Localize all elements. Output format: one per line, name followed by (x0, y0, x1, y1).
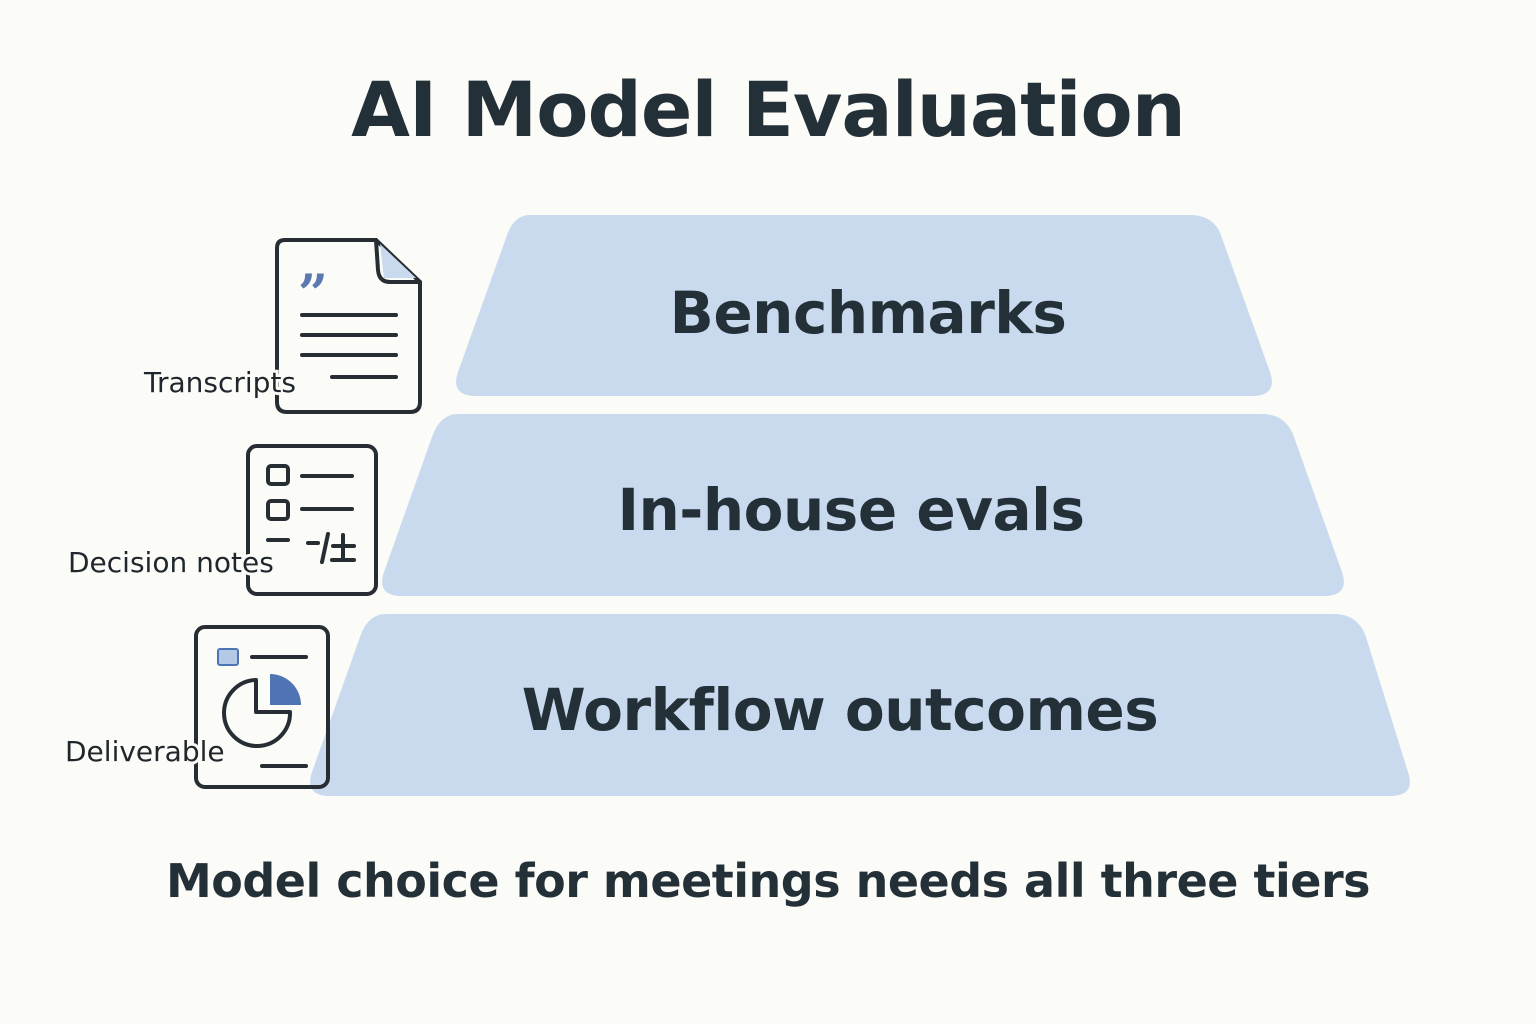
tier-workflow-outcomes-label: Workflow outcomes (522, 676, 1159, 744)
pie-slice (270, 674, 301, 705)
deliverable-chart-icon (194, 625, 330, 789)
tier-workflow-outcomes-shape (310, 614, 1410, 796)
tier-in-house-evals: In-house evals (382, 414, 1344, 596)
tier-workflow-outcomes: Workflow outcomes (310, 614, 1410, 796)
deliverable-label: Deliverable (65, 735, 225, 768)
diagram-title: AI Model Evaluation (351, 65, 1186, 154)
tier-in-house-evals-label: In-house evals (617, 476, 1084, 544)
diagram-caption: Model choice for meetings needs all thre… (165, 854, 1371, 908)
decision-checklist-icon (246, 444, 378, 596)
tier-in-house-evals-shape (382, 414, 1344, 596)
transcripts-label: Transcripts (143, 366, 296, 399)
decision-notes-label: Decision notes (68, 546, 274, 579)
transcript-document-icon: ” (275, 238, 422, 414)
tier-benchmarks-shape (456, 215, 1272, 396)
tier-benchmarks: Benchmarks (456, 215, 1272, 396)
table-thumbnail (217, 648, 239, 666)
tier-benchmarks-label: Benchmarks (670, 279, 1067, 347)
